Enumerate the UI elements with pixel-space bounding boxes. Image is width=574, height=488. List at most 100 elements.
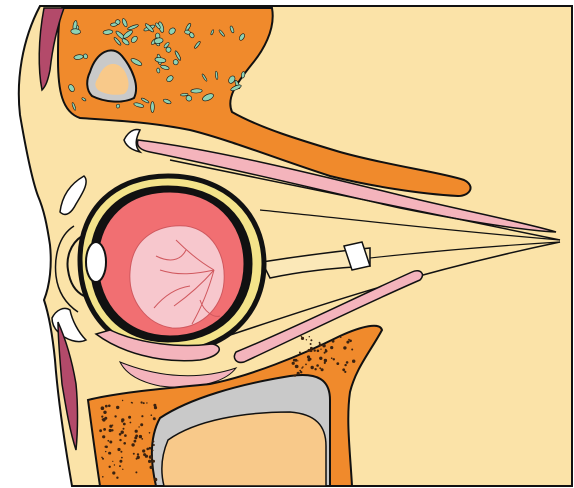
trabecular-speck	[121, 420, 123, 422]
trabecular-speck	[152, 460, 155, 463]
trabecular-speck	[103, 428, 106, 431]
trabecular-speck	[119, 465, 121, 467]
trabecular-speck	[112, 461, 113, 462]
trabecular-speck	[143, 402, 145, 404]
trabecular-speck	[151, 414, 153, 416]
trabecular-speck	[108, 452, 111, 455]
trabecular-speck	[119, 439, 121, 441]
trabecular-speck	[342, 368, 345, 371]
trabecular-speck	[352, 360, 355, 363]
trabecular-speck	[131, 443, 134, 446]
trabecular-speck	[331, 357, 333, 359]
trabecular-speck	[114, 415, 116, 417]
trabecular-speck	[105, 446, 108, 449]
trabecular-speck	[141, 415, 143, 417]
trabecular-speck	[135, 430, 138, 433]
trabecular-speck	[114, 464, 115, 465]
trabecular-speck	[302, 366, 304, 368]
trabecular-speck	[319, 342, 321, 344]
trabecular-speck	[309, 358, 312, 361]
trabecular-speck	[311, 366, 314, 369]
trabecular-speck	[297, 372, 300, 375]
trabecular-speck	[299, 352, 301, 354]
trabecular-speck	[351, 349, 353, 351]
trabecular-speck	[346, 341, 349, 344]
trabecular-speck	[301, 337, 304, 340]
trabecular-speck	[122, 469, 123, 470]
trabecular-speck	[122, 400, 123, 401]
trabecular-speck	[121, 457, 123, 459]
trabecular-speck	[344, 364, 346, 366]
trabecular-speck	[137, 453, 139, 455]
ethmoid-air-cell	[151, 102, 155, 113]
trabecular-speck	[314, 349, 316, 351]
trabecular-speck	[150, 466, 153, 469]
trabecular-speck	[149, 455, 153, 459]
trabecular-speck	[149, 447, 152, 450]
trabecular-speck	[112, 471, 115, 474]
trabecular-speck	[112, 425, 113, 426]
trabecular-speck	[141, 401, 143, 403]
trabecular-speck	[154, 478, 158, 482]
trabecular-speck	[346, 361, 349, 364]
trabecular-speck	[138, 426, 139, 427]
trabecular-speck	[319, 367, 321, 369]
trabecular-speck	[123, 428, 125, 430]
ethmoid-air-cell	[71, 28, 81, 34]
trabecular-speck	[145, 455, 148, 458]
trabecular-speck	[310, 343, 312, 345]
trabecular-speck	[137, 456, 140, 459]
trabecular-speck	[116, 477, 118, 479]
trabecular-speck	[109, 429, 112, 432]
trabecular-speck	[324, 359, 327, 362]
trabecular-speck	[105, 451, 106, 452]
trabecular-speck	[332, 340, 335, 343]
trabecular-speck	[117, 448, 120, 451]
trabecular-speck	[101, 416, 103, 418]
trabecular-speck	[135, 471, 137, 473]
trabecular-speck	[153, 417, 156, 420]
trabecular-speck	[119, 433, 122, 436]
trabecular-speck	[319, 357, 322, 360]
trabecular-speck	[123, 442, 126, 445]
trabecular-speck	[108, 405, 111, 408]
trabecular-speck	[99, 429, 102, 432]
trabecular-speck	[148, 460, 151, 463]
trabecular-speck	[333, 358, 335, 360]
trabecular-speck	[109, 441, 112, 444]
trabecular-speck	[101, 406, 105, 410]
trabecular-speck	[130, 422, 132, 424]
trabecular-speck	[124, 434, 127, 437]
trabecular-speck	[116, 406, 119, 409]
trabecular-speck	[297, 360, 298, 361]
trabecular-speck	[146, 448, 149, 451]
lens	[86, 242, 106, 282]
trabecular-speck	[109, 466, 111, 468]
trabecular-speck	[133, 453, 135, 455]
trabecular-speck	[325, 349, 327, 351]
trabecular-speck	[123, 423, 126, 426]
trabecular-speck	[135, 435, 138, 438]
trabecular-speck	[294, 374, 297, 377]
trabecular-speck	[105, 405, 108, 408]
trabecular-speck	[140, 423, 143, 426]
trabecular-speck	[322, 344, 325, 347]
trabecular-speck	[128, 416, 131, 419]
trabecular-speck	[319, 343, 322, 346]
trabecular-speck	[309, 336, 310, 337]
trabecular-speck	[102, 476, 104, 478]
trabecular-speck	[139, 435, 142, 438]
trabecular-speck	[321, 368, 324, 371]
trabecular-speck	[152, 441, 154, 443]
trabecular-speck	[299, 370, 301, 372]
trabecular-speck	[102, 418, 106, 422]
trabecular-speck	[324, 352, 326, 354]
trabecular-speck	[306, 339, 307, 340]
trabecular-speck	[134, 440, 137, 443]
trabecular-speck	[152, 450, 154, 452]
trabecular-speck	[107, 440, 109, 442]
trabecular-speck	[336, 362, 339, 365]
trabecular-speck	[316, 364, 319, 367]
